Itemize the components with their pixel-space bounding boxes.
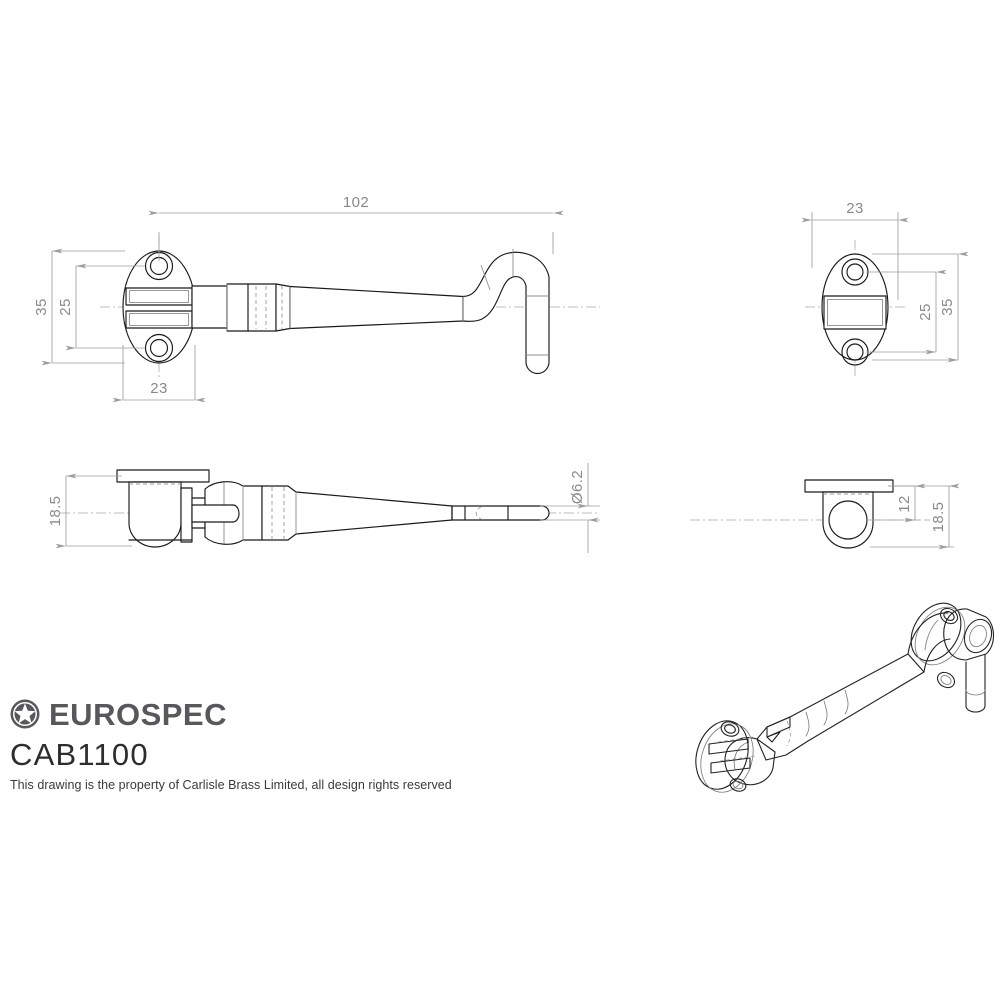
- dim-label-18-5-eyeplate: 18.5: [930, 502, 947, 533]
- iso-arm-tangent-1: [844, 689, 849, 715]
- hook-bend: [462, 251, 550, 374]
- backplate-oval: [122, 250, 196, 364]
- iso-hook-bend-lower: [923, 638, 951, 673]
- dimension-screw-centres-25: 25: [57, 263, 145, 351]
- eyeplate-plan-edge: [804, 479, 894, 493]
- plan-backplate-edge: [116, 469, 210, 483]
- view-eye-plate-elevation: 23 25 35: [801, 200, 969, 378]
- eyeplate-slot-outer: [823, 295, 887, 330]
- iso-hook-tip-tangent: [965, 689, 986, 696]
- iso-eye-housing: [943, 608, 995, 661]
- iso-hook-bend-soft: [924, 619, 939, 651]
- view-isometric: [695, 602, 995, 793]
- plan-knuckle-housing: [128, 481, 182, 548]
- brand-wordmark: EUROSPEC: [49, 696, 227, 732]
- iso-hook-tip: [965, 654, 986, 713]
- part-code: CAB1100: [10, 737, 149, 772]
- iso-backplate-screw-lower-inner: [732, 780, 744, 790]
- dim-label-102: 102: [343, 194, 369, 211]
- plan-hook-shank: [451, 505, 550, 521]
- view-eye-plate-plan: 12 18.5: [690, 479, 960, 550]
- iso-collar-facet-lower: [766, 731, 781, 743]
- iso-arm-tangent-3: [823, 700, 828, 726]
- dim-label-18-5-plan: 18.5: [47, 496, 64, 527]
- screw-hole-lower-outer: [144, 333, 174, 363]
- eyeplate-slot-inner: [827, 299, 883, 326]
- iso-eye-hole-inner: [969, 624, 987, 648]
- eyeplate-screw-lower-inner: [846, 343, 864, 361]
- star-in-circle-logo-icon: [10, 699, 40, 729]
- plan-housing-wall: [180, 487, 193, 543]
- iso-eye-hole-outer: [963, 618, 993, 654]
- clevis-body: [191, 285, 228, 329]
- dimension-eyeplate-screw-centres-25: 25: [866, 269, 947, 355]
- dimension-plate-width-23: 23: [112, 345, 206, 403]
- brand-row: EUROSPEC: [10, 697, 570, 731]
- dimension-eyeplate-projection-18-5: 18.5: [870, 483, 960, 550]
- pivot-collar: [247, 283, 277, 332]
- iso-lug-upper: [708, 738, 749, 755]
- dim-label-23-eyeplate: 23: [846, 200, 864, 217]
- iso-hook-bend-upper: [907, 612, 949, 655]
- arm-shoulder: [275, 283, 291, 332]
- dimension-plate-height-35: 35: [33, 248, 125, 366]
- iso-eyeplate-screw2-outer: [936, 671, 956, 689]
- iso-backplate-screw-upper-inner: [724, 724, 736, 734]
- dim-label-35: 35: [33, 298, 50, 316]
- iso-arm-hidden-band: [786, 720, 791, 747]
- iso-lug-lower: [710, 757, 751, 774]
- dimension-eyeplate-width-23: 23: [801, 200, 909, 300]
- view-plan-hook: 18.5 Ø6.2: [47, 463, 600, 553]
- dimension-eyeplate-height-35: 35: [872, 251, 969, 363]
- dim-label-25-eyeplate: 25: [917, 303, 934, 321]
- dim-label-25: 25: [57, 298, 74, 316]
- iso-backplate-thickness: [700, 723, 754, 793]
- title-block: EUROSPEC CAB1100 This drawing is the pro…: [10, 697, 570, 792]
- iso-collar-facet-upper: [766, 716, 791, 738]
- iso-eyeplate-screw2-inner: [940, 675, 952, 685]
- eyeplate-screw-upper-inner: [846, 263, 864, 281]
- dimension-overall-length: 102: [148, 194, 564, 261]
- iso-backplate-oval: [695, 720, 749, 790]
- hook-tangent-1: [480, 264, 491, 291]
- knuckle-lug-upper-inner: [129, 290, 189, 303]
- iso-pivot-ball-tangent: [733, 741, 750, 770]
- dim-label-23-front: 23: [150, 380, 168, 397]
- eyeplate-plan-housing: [822, 491, 874, 549]
- dimension-hook-diameter: Ø6.2: [540, 463, 600, 553]
- screw-hole-lower-inner: [149, 338, 169, 358]
- dim-label-diameter-6-2: Ø6.2: [569, 470, 586, 504]
- rights-note: This drawing is the property of Carlisle…: [10, 777, 452, 792]
- iso-arm: [756, 653, 925, 761]
- iso-backplate-screw-lower-outer: [729, 778, 747, 792]
- hook-arm-taper: [289, 285, 464, 330]
- plan-pivot-pin: [191, 504, 240, 523]
- plan-shank-hidden-arc: [475, 506, 482, 520]
- view-front-elevation: 102 35 25 23: [33, 194, 600, 403]
- iso-backplate-screw-upper-outer: [720, 721, 740, 737]
- dim-label-35-eyeplate: 35: [939, 298, 956, 316]
- iso-arm-tangent-2: [805, 711, 810, 737]
- dimension-plate-projection-18-5: 18.5: [47, 473, 132, 549]
- knuckle-lug-lower-inner: [129, 313, 189, 326]
- dim-label-12: 12: [896, 495, 913, 513]
- plan-arm-taper: [261, 485, 453, 541]
